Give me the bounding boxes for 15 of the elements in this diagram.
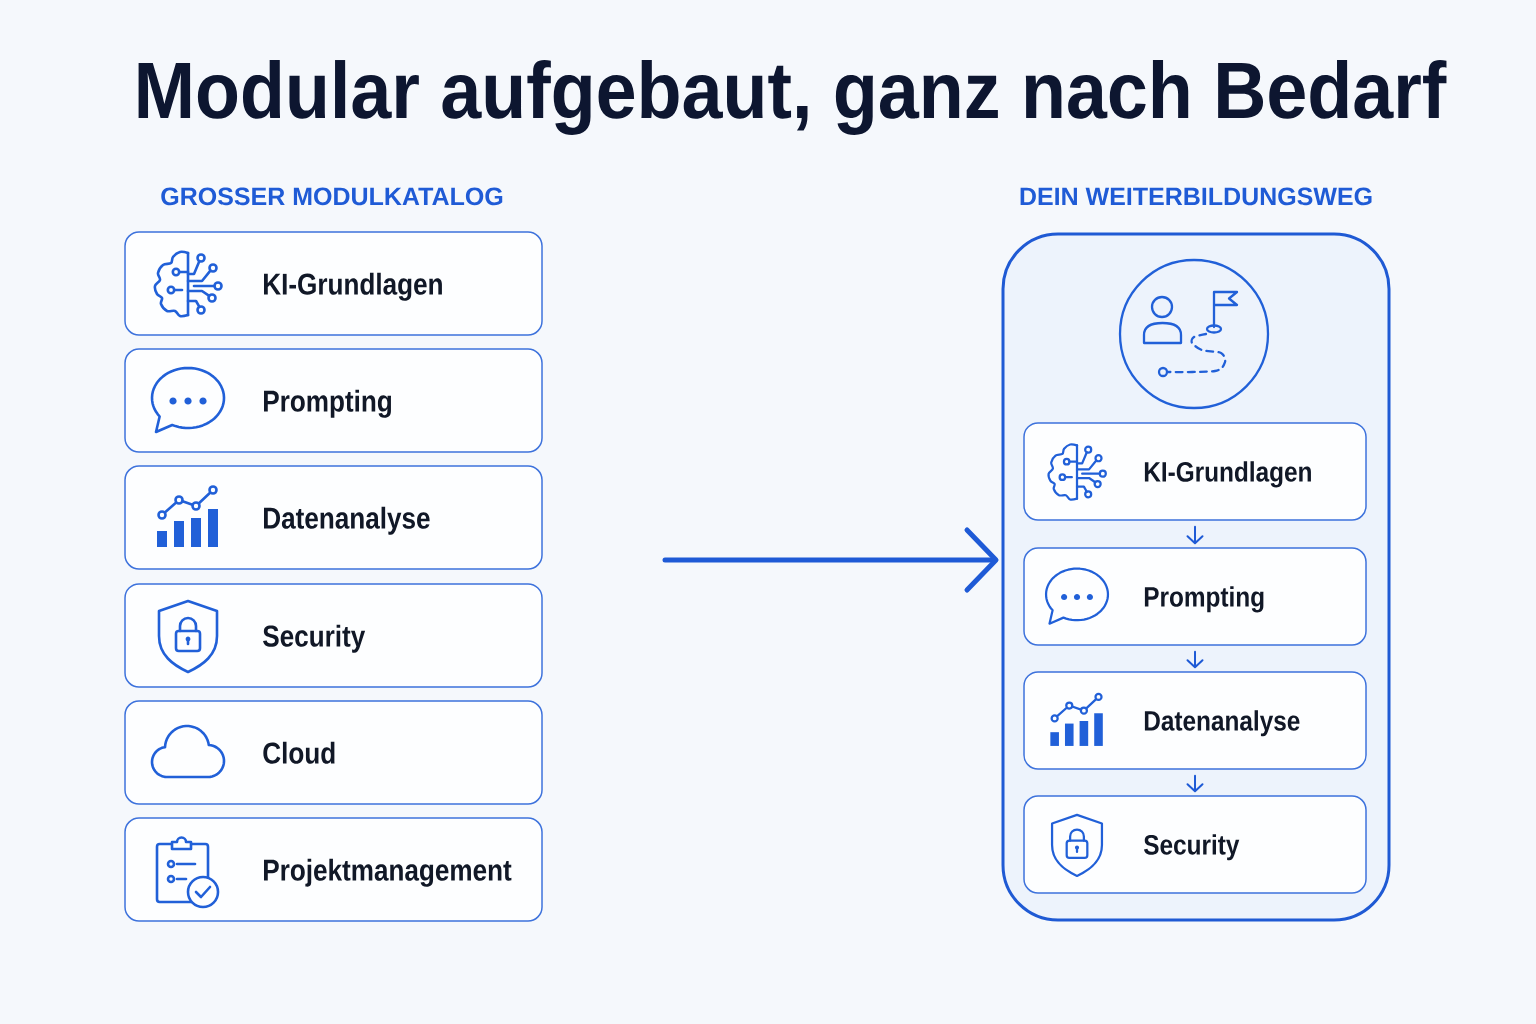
- module-box: Security: [124, 583, 543, 688]
- arrow: [662, 527, 999, 593]
- arrow: [1186, 525, 1204, 545]
- title: Modular aufgebaut, ganz nach Bedarf: [138, 60, 1447, 135]
- module-box: Projektmanagement: [124, 817, 543, 922]
- module-box: Datenanalyse: [124, 465, 543, 570]
- column-heading: DEIN WEITERBILDUNGSWEG: [1020, 187, 1372, 206]
- module-box: KI-Grundlagen: [1023, 422, 1367, 521]
- module-box: Prompting: [1023, 547, 1367, 646]
- module-box: Prompting: [124, 348, 543, 453]
- module-box: Cloud: [124, 700, 543, 805]
- module-box: Datenanalyse: [1023, 671, 1367, 770]
- column-heading: GROSSER MODULKATALOG: [161, 187, 503, 206]
- module-box: Security: [1023, 795, 1367, 894]
- module-box: KI-Grundlagen: [124, 231, 543, 336]
